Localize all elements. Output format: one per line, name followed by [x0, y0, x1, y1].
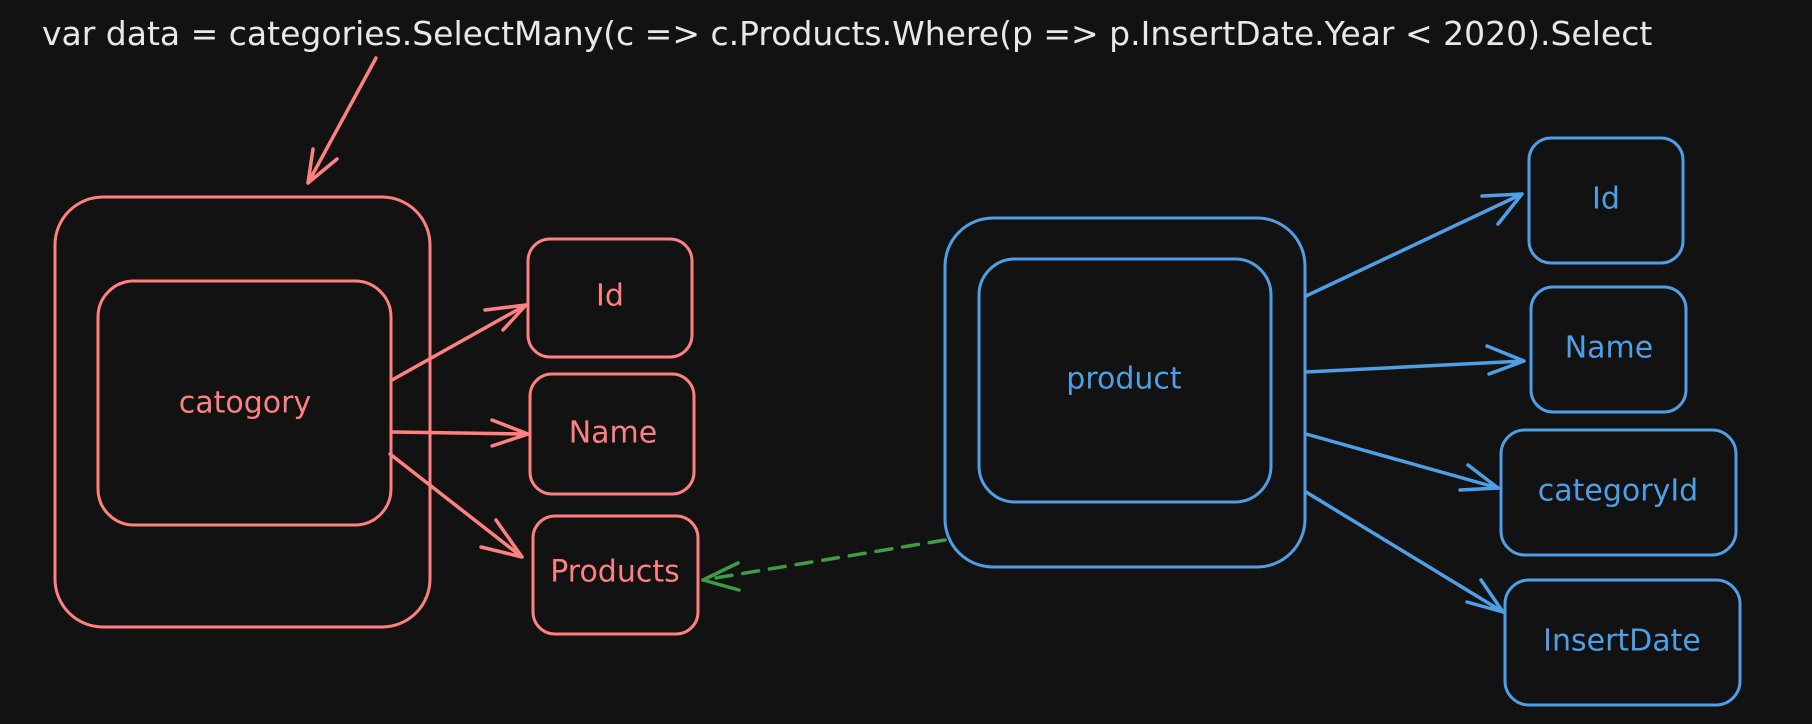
category-outer-box	[53, 195, 432, 629]
product-to-name-arrow	[1304, 344, 1526, 376]
product-label: product	[1066, 362, 1182, 397]
category-field-products-label: Products	[550, 555, 680, 590]
product-field-id-box	[1527, 136, 1685, 265]
product-to-products-relation-line	[701, 538, 947, 582]
product-field-name: Name	[1529, 285, 1688, 414]
category-field-name: Name	[528, 372, 696, 496]
product-field-insertdate-box	[1503, 578, 1742, 707]
product-to-insertdate-arrow	[1304, 490, 1505, 614]
category-field-products: Products	[531, 514, 700, 636]
product-field-name-box	[1529, 285, 1688, 414]
category-field-id-box	[526, 237, 694, 359]
category-field-id-label: Id	[596, 279, 624, 314]
product-inner-box	[977, 257, 1273, 504]
product-field-insertdate-label: InsertDate	[1543, 624, 1701, 659]
code-to-category-arrow	[306, 56, 378, 185]
category-field-name-box	[528, 372, 696, 496]
product-to-categoryid-arrow	[1304, 432, 1500, 492]
product-field-categoryid-box	[1499, 428, 1738, 557]
product-field-name-label: Name	[1565, 331, 1654, 366]
category-field-name-label: Name	[569, 416, 658, 451]
category-label: catogory	[179, 386, 311, 421]
product-outer-box	[943, 216, 1307, 569]
code-line: var data = categories.SelectMany(c => c.…	[42, 14, 1652, 53]
product-entity: product	[943, 216, 1307, 569]
product-field-id-label: Id	[1592, 182, 1620, 217]
product-field-insertdate: InsertDate	[1503, 578, 1742, 707]
product-field-id: Id	[1527, 136, 1685, 265]
category-to-products-arrow	[388, 452, 524, 559]
category-to-id-arrow	[390, 303, 528, 382]
product-to-products-relation-arrowhead	[701, 561, 741, 592]
category-entity: catogory	[53, 195, 432, 629]
category-to-name-arrow	[390, 418, 530, 448]
product-field-categoryid-label: categoryId	[1538, 474, 1698, 509]
category-inner-box	[96, 279, 393, 527]
category-field-products-box	[531, 514, 700, 636]
product-to-id-arrow	[1304, 192, 1524, 298]
product-field-categoryid: categoryId	[1499, 428, 1738, 557]
category-field-id: Id	[526, 237, 694, 359]
